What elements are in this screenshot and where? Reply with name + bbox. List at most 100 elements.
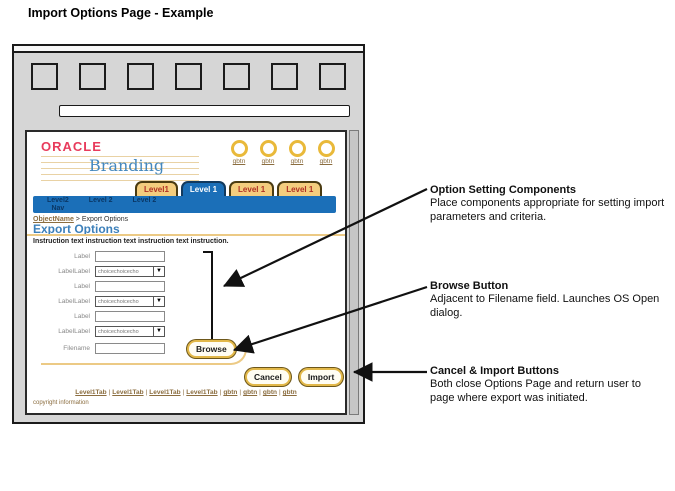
- field-label: LabelLabel: [58, 328, 90, 335]
- footer-link[interactable]: Level1Tab: [75, 389, 107, 396]
- form-row: Label: [33, 251, 165, 262]
- text-input[interactable]: [95, 281, 165, 292]
- cancel-button[interactable]: Cancel: [245, 368, 291, 386]
- branding-rule-lines: [41, 156, 199, 183]
- filename-row: Filename: [33, 343, 165, 354]
- breadcrumb: ObjectName > Export Options: [33, 216, 128, 223]
- window-titlebar: [14, 46, 363, 53]
- footer-link-separator: |: [259, 389, 261, 396]
- vertical-scrollbar[interactable]: [349, 130, 359, 415]
- footer-link-separator: |: [182, 389, 185, 396]
- global-button-label: gbtn: [319, 158, 333, 165]
- text-input[interactable]: [95, 311, 165, 322]
- tab-level1-active[interactable]: Level 1: [180, 181, 227, 196]
- instruction-text: Instruction text instruction text instru…: [33, 238, 229, 245]
- toolbar-button[interactable]: [271, 63, 298, 90]
- annotation-browse-button: Browse Button Adjacent to Filename field…: [430, 280, 668, 321]
- toolbar-button[interactable]: [223, 63, 250, 90]
- callout-bracket: [203, 251, 213, 343]
- tab-level1[interactable]: Level 1: [277, 181, 323, 196]
- annotation-title: Browse Button: [430, 280, 509, 292]
- dropdown-value: choicechoicecho: [98, 299, 139, 305]
- figure-title: Import Options Page - Example: [28, 6, 214, 20]
- tab-level1[interactable]: Level1: [135, 181, 178, 196]
- annotation-body: Both close Options Page and return user …: [430, 378, 641, 404]
- footer-links: Level1Tab|Level1Tab|Level1Tab|Level1Tab|…: [27, 389, 345, 396]
- dropdown-select[interactable]: choicechoicecho ▼: [95, 266, 165, 277]
- annotation-body: Place components appropriate for setting…: [430, 197, 665, 223]
- nav-item[interactable]: Level2 Nav: [47, 197, 69, 212]
- toolbar-button[interactable]: [175, 63, 202, 90]
- page-title: Export Options: [33, 222, 120, 236]
- tab-level1[interactable]: Level 1: [229, 181, 275, 196]
- global-button[interactable]: gbtn: [315, 140, 337, 165]
- dropdown-value: choicechoicecho: [98, 269, 139, 275]
- breadcrumb-trail: > Export Options: [73, 216, 129, 223]
- footer-link[interactable]: gbtn: [282, 389, 297, 396]
- global-button-circle-icon: [317, 140, 335, 157]
- form-row: LabelLabel choicechoicecho ▼: [33, 266, 165, 277]
- address-bar[interactable]: [59, 105, 350, 117]
- global-button-label: gbtn: [290, 158, 304, 165]
- global-button[interactable]: gbtn: [257, 140, 279, 165]
- global-button[interactable]: gbtn: [286, 140, 308, 165]
- field-label: Label: [74, 313, 90, 320]
- footer-link-separator: |: [239, 389, 242, 396]
- dropdown-arrow-icon[interactable]: ▼: [153, 267, 164, 276]
- level2-navbar: Level2 Nav Level 2 Level 2: [33, 196, 336, 213]
- import-button[interactable]: Import: [298, 368, 344, 386]
- nav-item[interactable]: Level 2: [88, 197, 113, 204]
- toolbar-button[interactable]: [79, 63, 106, 90]
- dropdown-value: choicechoicecho: [98, 329, 139, 335]
- form-row: Label: [33, 311, 165, 322]
- annotation-title: Cancel & Import Buttons: [430, 365, 559, 377]
- field-label: Label: [74, 253, 90, 260]
- form-row: LabelLabel choicechoicecho ▼: [33, 326, 165, 337]
- field-label: LabelLabel: [58, 268, 90, 275]
- footer-link[interactable]: Level1Tab: [149, 389, 181, 396]
- footer-link-separator: |: [219, 389, 222, 396]
- footer-link[interactable]: gbtn: [262, 389, 277, 396]
- browser-toolbar: [14, 53, 363, 90]
- footer-link-separator: |: [145, 389, 148, 396]
- global-buttons: gbtn gbtn gbtn gbtn: [228, 140, 337, 165]
- footer-link[interactable]: Level1Tab: [186, 389, 218, 396]
- dropdown-select[interactable]: choicechoicecho ▼: [95, 296, 165, 307]
- dropdown-arrow-icon[interactable]: ▼: [153, 297, 164, 306]
- toolbar-button[interactable]: [31, 63, 58, 90]
- form-row: Label: [33, 281, 165, 292]
- toolbar-button[interactable]: [319, 63, 346, 90]
- nav-item[interactable]: Level 2: [132, 197, 157, 204]
- dropdown-arrow-icon[interactable]: ▼: [153, 327, 164, 336]
- annotation-cancel-import: Cancel & Import Buttons Both close Optio…: [430, 365, 668, 406]
- copyright-text: copyright information: [33, 400, 89, 406]
- toolbar-button[interactable]: [127, 63, 154, 90]
- browse-button[interactable]: Browse: [187, 340, 236, 358]
- global-button[interactable]: gbtn: [228, 140, 250, 165]
- form-row: LabelLabel choicechoicecho ▼: [33, 296, 165, 307]
- dropdown-select[interactable]: choicechoicecho ▼: [95, 326, 165, 337]
- text-input[interactable]: [95, 251, 165, 262]
- branding-text: Branding: [89, 156, 165, 175]
- heading-divider: [27, 234, 345, 236]
- filename-input[interactable]: [95, 343, 165, 354]
- footer-link-separator: |: [278, 389, 281, 396]
- footer-link[interactable]: gbtn: [243, 389, 258, 396]
- breadcrumb-link[interactable]: ObjectName: [33, 216, 74, 223]
- action-buttons: Cancel Import: [245, 368, 344, 386]
- annotation-title: Option Setting Components: [430, 184, 577, 196]
- footer-link[interactable]: Level1Tab: [112, 389, 144, 396]
- footer-link[interactable]: gbtn: [223, 389, 238, 396]
- annotation-option-settings: Option Setting Components Place componen…: [430, 184, 668, 225]
- field-label: Label: [74, 283, 90, 290]
- footer-link-separator: |: [108, 389, 111, 396]
- filename-label: Filename: [63, 345, 90, 352]
- field-label: LabelLabel: [58, 298, 90, 305]
- global-button-circle-icon: [288, 140, 306, 157]
- global-button-label: gbtn: [232, 158, 246, 165]
